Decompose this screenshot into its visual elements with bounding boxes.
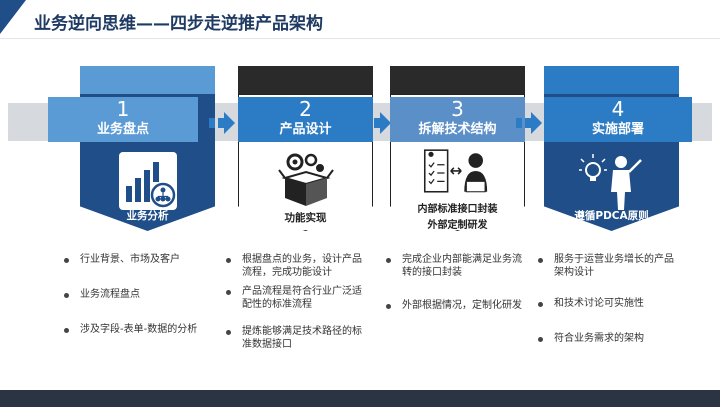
box-gears-icon — [278, 153, 334, 206]
step-3-tab — [390, 66, 525, 96]
step-4-card: 4 实施部署 遵循PDCA原则 — [544, 66, 692, 231]
step-1-header: 1 业务盘点 — [48, 97, 198, 142]
arrow-right-icon — [365, 112, 391, 134]
step-2-list: 根据盘点的业务，设计产品流程，完成功能设计 产品流程是符合行业广泛适配性的标准流… — [226, 253, 366, 351]
step-2-subtitle: 功能实现 — [284, 212, 327, 224]
step-2-number: 2 — [299, 97, 312, 121]
step-3-header: 3 拆解技术结构 — [390, 97, 525, 142]
list-item: 根据盘点的业务，设计产品流程，完成功能设计 — [226, 253, 366, 279]
list-item: 涉及字段-表单-数据的分析 — [64, 323, 214, 336]
step-2-title: 产品设计 — [279, 122, 332, 137]
step-4-list: 服务于运营业务增长的产品架构设计 和技术讨论可实施性 符合业务需求的架构 — [538, 253, 678, 345]
step-4-header: 4 实施部署 — [544, 97, 692, 142]
corner-decoration — [0, 0, 26, 34]
step-4-number: 4 — [611, 97, 625, 121]
presenter-lightbulb-icon — [579, 154, 642, 210]
list-item: 和技术讨论可实施性 — [538, 297, 678, 310]
arrow-right-icon — [209, 112, 235, 134]
step-4-title: 实施部署 — [591, 122, 644, 137]
step-1-list: 行业背景、市场及客户 业务流程盘点 涉及字段-表单-数据的分析 — [64, 253, 214, 336]
list-item: 外部根据情况，定制化研发 — [386, 299, 522, 312]
step-3-title: 拆解技术结构 — [418, 122, 497, 137]
footer-bar — [0, 390, 720, 407]
step-1-subtitle: 业务分析 — [126, 210, 169, 222]
step-3-list: 完成企业内部能满足业务流转的接口封装 外部根据情况，定制化研发 — [386, 253, 522, 312]
page-title: 业务逆向思维——四步走逆推产品架构 — [34, 14, 323, 34]
list-item: 符合业务需求的架构 — [538, 332, 678, 345]
list-item: 行业背景、市场及客户 — [64, 253, 214, 266]
title-divider — [0, 38, 720, 39]
step-2-tab — [238, 66, 373, 96]
step-1-title: 业务盘点 — [96, 122, 149, 137]
list-item: 产品流程是符合行业广泛适配性的标准流程 — [226, 285, 366, 311]
bar-chart-org-icon — [119, 152, 177, 210]
step-3-subtitle: 内部标准接口封装 — [417, 204, 498, 215]
step-2-card: 2 产品设计 功能实现 — [238, 66, 373, 231]
step-1-tab — [80, 66, 215, 96]
list-item: 提炼能够满足技术路径的标准数据接口 — [226, 325, 366, 351]
step-1-card: 1 业务盘点 业务分析 — [48, 66, 215, 231]
list-item: 完成企业内部能满足业务流转的接口封装 — [386, 253, 522, 279]
step-2-header: 2 产品设计 — [238, 97, 373, 142]
step-3-card: 3 拆解技术结构 内部标准接口封装 外部定制研发 — [390, 66, 525, 231]
list-item: 服务于运营业务增长的产品架构设计 — [538, 253, 678, 279]
step-4-tab — [544, 66, 679, 96]
step-3-subtitle-2: 外部定制研发 — [427, 220, 488, 231]
arrow-right-icon — [516, 112, 542, 134]
step-1-number: 1 — [116, 97, 130, 121]
step-4-subtitle: 遵循PDCA原则 — [574, 210, 649, 222]
step-3-number: 3 — [451, 97, 464, 121]
list-item: 业务流程盘点 — [64, 288, 214, 301]
checklist-person-icon — [423, 149, 488, 193]
